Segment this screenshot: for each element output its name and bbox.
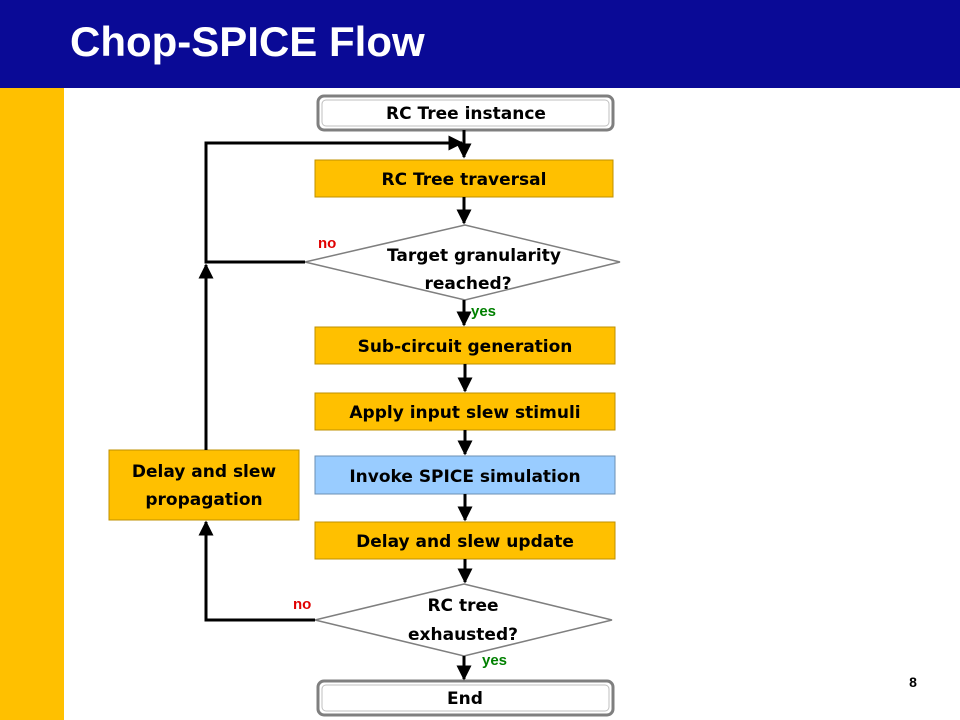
subcircuit-label: Sub-circuit generation (358, 337, 573, 357)
slide-title: Chop-SPICE Flow (70, 18, 425, 65)
apply-slew-node: Apply input slew stimuli (314, 392, 616, 431)
apply-slew-label: Apply input slew stimuli (349, 403, 580, 423)
start-label: RC Tree instance (386, 104, 546, 124)
accent-sidebar (0, 88, 64, 720)
decision-exhausted: RC tree exhausted? (314, 583, 613, 657)
end-node: End (316, 679, 615, 717)
slide-header: Chop-SPICE Flow (0, 0, 960, 88)
invoke-spice-label: Invoke SPICE simulation (349, 467, 580, 487)
start-node: RC Tree instance (316, 94, 615, 132)
arrow-decision1-no-loop (204, 135, 464, 264)
decision1-yes-label: yes (471, 303, 496, 320)
decision1-no-label: no (318, 235, 336, 252)
traversal-label: RC Tree traversal (382, 170, 547, 190)
decision2-no-label: no (293, 596, 311, 613)
decision2-line2: exhausted? (408, 625, 518, 645)
connectors (198, 130, 473, 681)
invoke-spice-node: Invoke SPICE simulation (314, 455, 616, 495)
end-label: End (447, 689, 483, 709)
page-number: 8 (909, 674, 917, 690)
decision1-line2: reached? (424, 274, 511, 294)
propagation-node: Delay and slew propagation (108, 449, 300, 521)
traversal-node: RC Tree traversal (314, 159, 614, 198)
subcircuit-node: Sub-circuit generation (314, 326, 616, 365)
propagation-line1: Delay and slew (132, 462, 277, 482)
decision2-yes-label: yes (482, 652, 507, 669)
arrow-decision2-no-to-propagation (198, 520, 315, 622)
decision2-line1: RC tree (427, 596, 498, 616)
delay-update-node: Delay and slew update (314, 521, 616, 560)
decision-granularity: Target granularity reached? (304, 224, 621, 301)
delay-update-label: Delay and slew update (356, 532, 574, 552)
decision1-line1: Target granularity (387, 246, 561, 266)
propagation-line2: propagation (145, 490, 262, 510)
